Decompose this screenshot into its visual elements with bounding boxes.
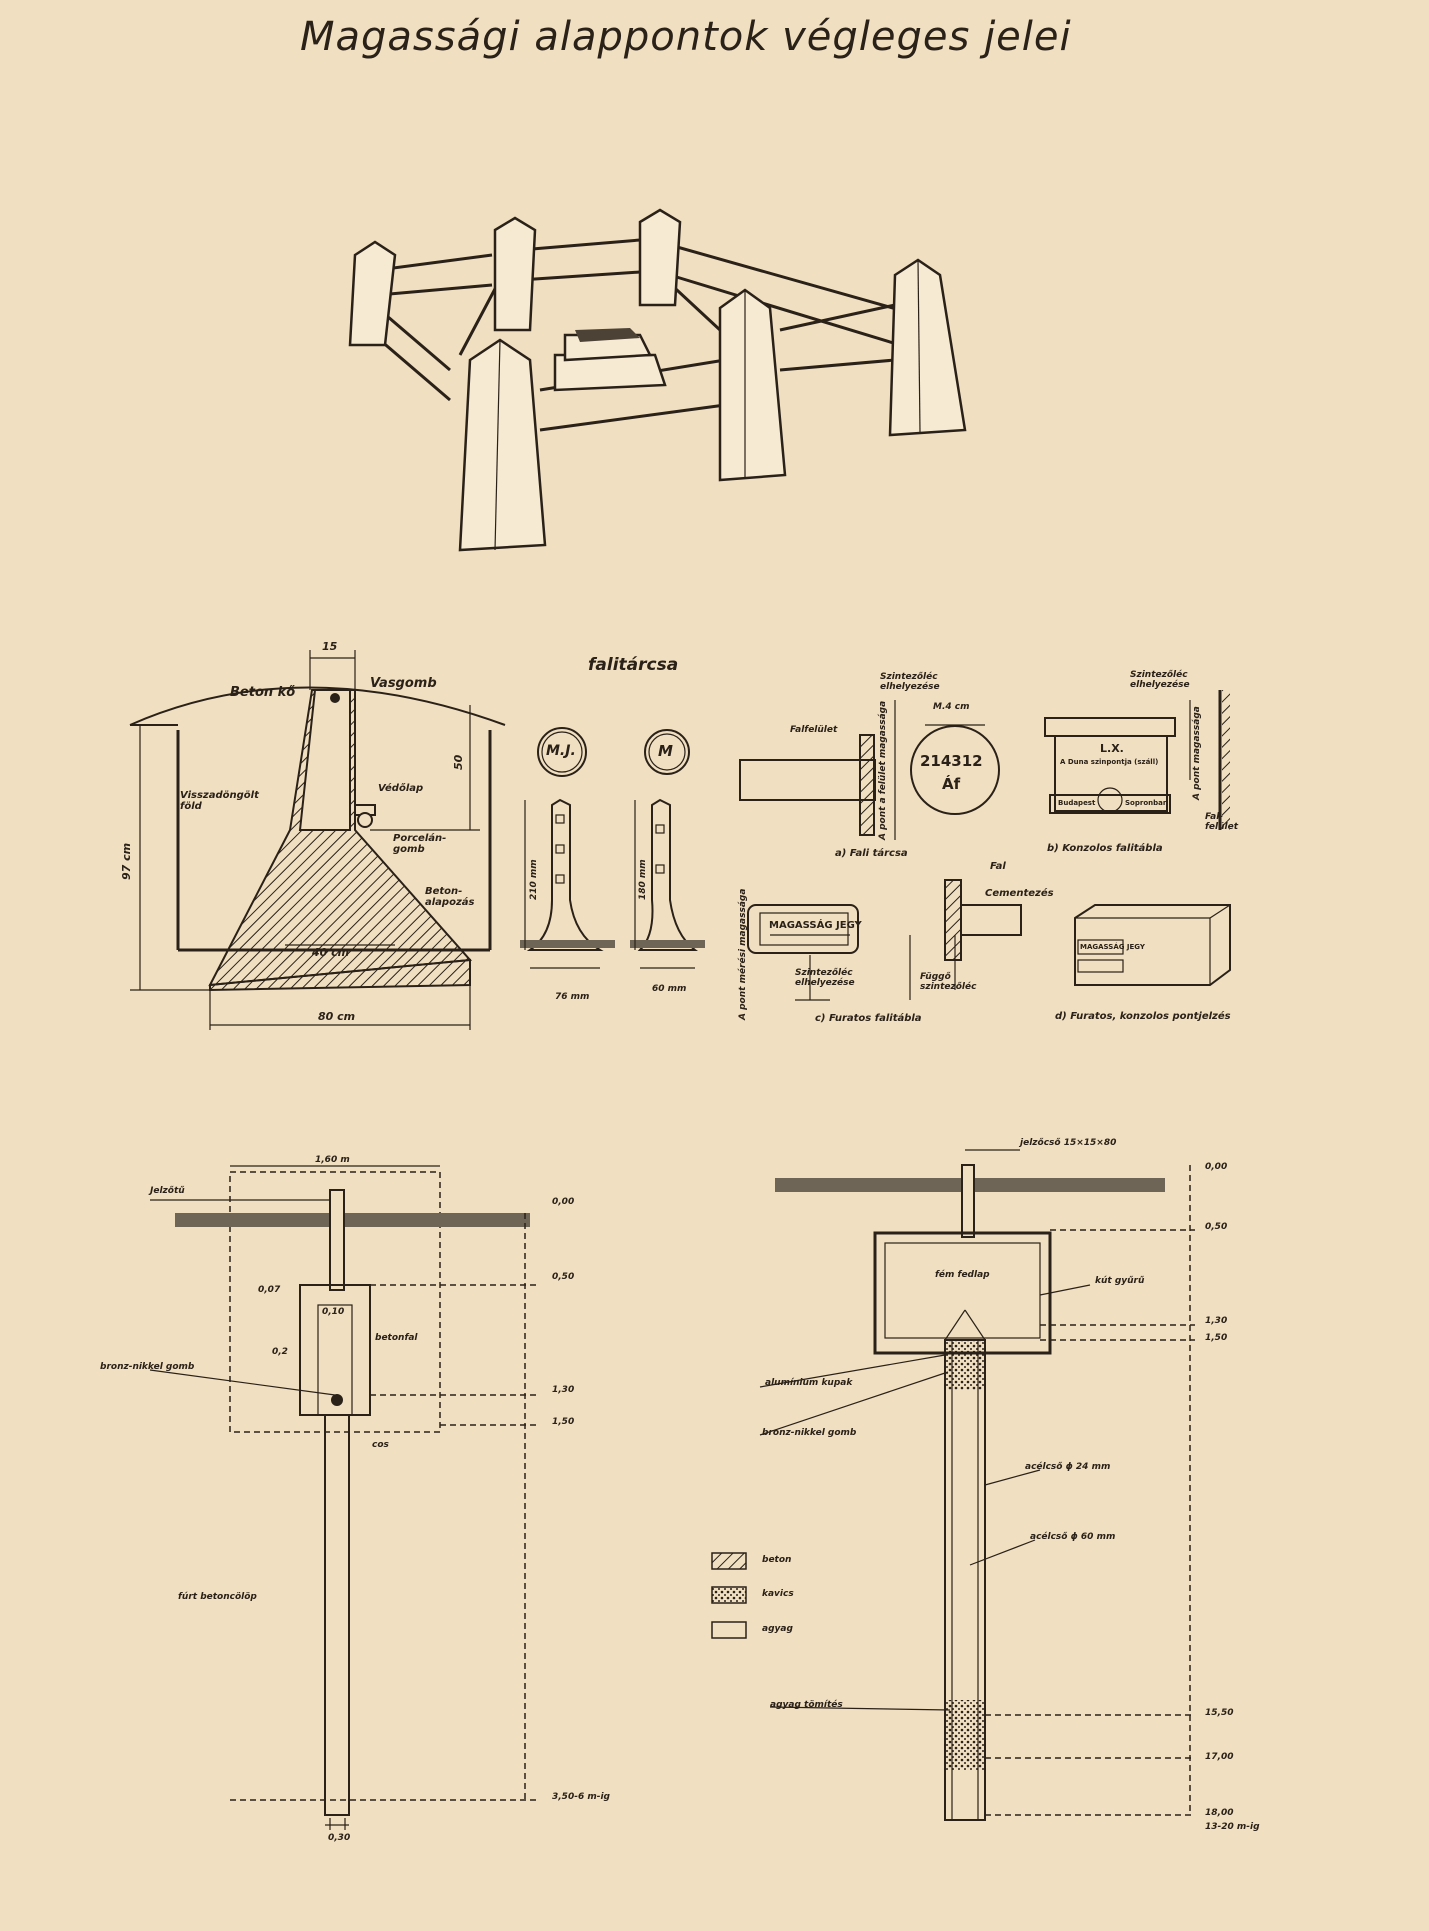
post-back-mid [493, 216, 537, 332]
c-szintezolec: Szintezőléc elhelyezése [795, 968, 855, 988]
legend-kavics: kavics [762, 1589, 794, 1599]
pl-betonfal: betonfal [375, 1333, 418, 1343]
dim-180: 180 mm [638, 859, 648, 900]
d-caption: d) Furatos, konzolos pontjelzés [1055, 1011, 1231, 1022]
pr-jelzo: jelzőcső 15×15×80 [1020, 1138, 1117, 1148]
pl-bottom: 0,30 [328, 1833, 351, 1843]
legend-agyag: agyag [762, 1624, 793, 1634]
b-szintezolec: Szintezőléc elhelyezése [1130, 670, 1190, 690]
b-fal-felulet: Fal-felület [1205, 812, 1239, 832]
b-lx: L.X. [1100, 742, 1124, 755]
pl-level-4: 3,50-6 m-ig [552, 1792, 610, 1802]
dim-base: 80 cm [318, 1010, 356, 1023]
post-back-left [348, 240, 397, 347]
dim-60: 60 mm [652, 984, 687, 994]
b-duna: A Duna szinpontja (száll) [1060, 758, 1159, 766]
pr-level-0: 0,00 [1205, 1162, 1228, 1172]
pl-width-top: 1,60 m [315, 1155, 350, 1165]
pr-level-4: 15,50 [1205, 1708, 1234, 1718]
pl-bronz: bronz-nikkel gomb [100, 1362, 195, 1372]
post-front-right [888, 258, 967, 437]
falitarcsa-drawings [520, 727, 705, 969]
pipe-left [149, 1165, 540, 1830]
b-sopron: Sopronban [1125, 799, 1168, 807]
legend-beton: beton [762, 1555, 792, 1565]
pr-level-2: 1,30 [1205, 1316, 1228, 1326]
pr-level-7: 13-20 m-ig [1205, 1822, 1260, 1832]
disc-m-text: M [658, 742, 673, 760]
d-cementezes: Cementezés [985, 888, 1054, 899]
a-falfelulet: Falfelület [790, 725, 838, 735]
pr-alu-kupak: alumínium kupak [765, 1378, 853, 1388]
pl-cos: cos [372, 1440, 389, 1450]
pr-bronz: bronz-nikkel gomb [762, 1428, 857, 1438]
d-box-text: MAGASSÁG JEGY [1080, 943, 1145, 951]
page-title: Magassági alappontok végleges jelei [300, 14, 1072, 60]
post-front-mid [718, 288, 787, 482]
dim-upper: 50 [452, 754, 465, 770]
pr-kut-gyuru: kút gyűrű [1095, 1276, 1145, 1286]
b-caption: b) Konzolos falitábla [1047, 843, 1163, 854]
wall-plate-a [739, 700, 1000, 840]
pr-level-1: 0,50 [1205, 1222, 1228, 1232]
pl-level-2: 1,30 [552, 1385, 575, 1395]
c-plate-text: MAGASSÁG JEGY [769, 920, 862, 931]
pr-acelcso-60: acélcső ϕ 60 mm [1030, 1532, 1116, 1542]
falitarcsa-title: falitárcsa [588, 655, 679, 675]
monument-section [129, 650, 506, 1030]
post-back-right [638, 208, 682, 307]
pr-level-5: 17,00 [1205, 1752, 1234, 1762]
wall-plate-b [1044, 690, 1230, 830]
pl-inner-02: 0,2 [272, 1347, 288, 1357]
label-visszadongolt: Visszadöngölt föld [180, 790, 259, 812]
pr-agyag: agyag tömítés [770, 1700, 843, 1710]
pr-level-6: 18,00 [1205, 1808, 1234, 1818]
pl-furt: fúrt betoncölöp [178, 1592, 257, 1602]
pl-level-3: 1,50 [552, 1417, 575, 1427]
b-budapest: Budapest [1058, 799, 1096, 807]
a-pont-magassag: A pont a felület magassága [878, 700, 888, 840]
pr-fem-fedlap: fém fedlap [935, 1270, 990, 1280]
label-beton-ko: Beton kő [230, 685, 296, 700]
enclosure-perspective [348, 208, 967, 552]
pl-inner-010: 0,10 [322, 1307, 345, 1317]
a-caption: a) Fali tárcsa [835, 848, 908, 859]
label-beton-alapozas: Beton-alapozás [425, 886, 475, 908]
pl-jelzo: Jelzőtű [150, 1186, 185, 1196]
a-szintezolec: Szintezőléc elhelyezése [880, 672, 940, 692]
dim-76: 76 mm [555, 992, 590, 1002]
post-front-left [458, 338, 547, 552]
d-fal: Fal [990, 861, 1006, 872]
pipe-right [759, 1149, 1195, 1821]
d-fuggo: Függő szintezőléc [920, 972, 977, 992]
pl-level-1: 0,50 [552, 1272, 575, 1282]
wall-plate-d [909, 879, 1231, 1000]
legend-swatches [711, 1552, 747, 1639]
pr-acelcso-24: acélcső ϕ 24 mm [1025, 1462, 1111, 1472]
dim-middle: 40 cm [312, 946, 350, 959]
dim-height: 97 cm [120, 842, 133, 880]
label-vasgomb: Vasgomb [370, 676, 437, 691]
pl-inner-07: 0,07 [258, 1285, 281, 1295]
dim-210: 210 mm [529, 859, 539, 900]
dim-top: 15 [322, 640, 338, 653]
c-caption: c) Furatos falitábla [815, 1013, 922, 1024]
label-vedolap: Védőlap [378, 783, 424, 794]
wall-plate-c [747, 904, 859, 1001]
disc-mj-text: M.J. [546, 743, 576, 759]
pr-level-3: 1,50 [1205, 1333, 1228, 1343]
b-pont-magassag: A pont magassága [1192, 706, 1202, 800]
c-pont: A pont mérési magassága [738, 888, 748, 1020]
center-monument [553, 328, 667, 392]
a-plate-code: Áf [942, 775, 961, 793]
pl-level-0: 0,00 [552, 1197, 575, 1207]
label-porcelan: Porcelán-gomb [393, 833, 447, 855]
a-plate-number: 214312 [920, 752, 983, 770]
a-dim-m: M.4 cm [933, 702, 970, 712]
